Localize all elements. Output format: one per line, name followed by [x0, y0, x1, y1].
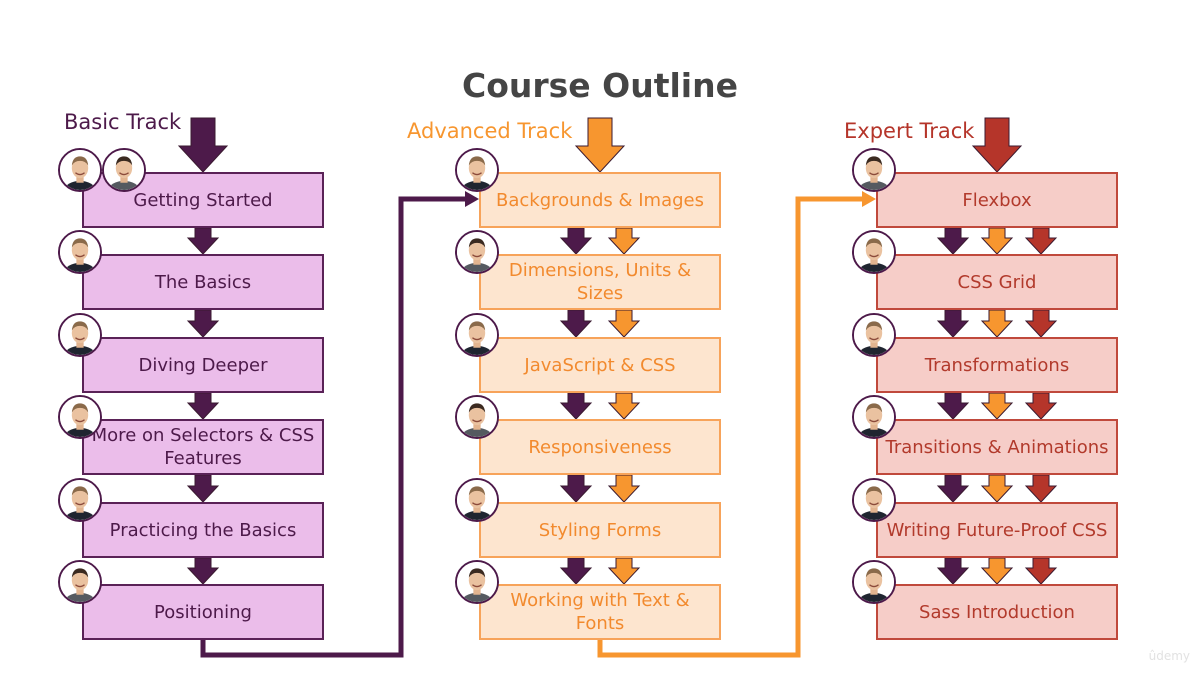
connector-advanced-to-expert-head [862, 191, 876, 207]
step-arrow-basic [559, 474, 593, 503]
module-box: Transformations [876, 337, 1118, 393]
module-box: Backgrounds & Images [479, 172, 721, 228]
module-label: Working with Text & Fonts [510, 590, 690, 634]
module-label: Diving Deeper [138, 354, 268, 376]
module-label: Backgrounds & Images [496, 189, 704, 211]
step-arrow-basic [186, 474, 220, 503]
module-label: Sass Introduction [919, 601, 1075, 623]
module-box: Sass Introduction [876, 584, 1118, 640]
instructor-avatar-icon [455, 148, 499, 192]
instructor-avatar-icon [58, 313, 102, 357]
module-label: Styling Forms [538, 519, 662, 541]
step-arrow-advanced [607, 227, 641, 255]
module-box: Positioning [82, 584, 324, 640]
instructor-avatar-icon [58, 560, 102, 604]
page-title: Course Outline [462, 66, 738, 105]
module-label: Getting Started [133, 189, 273, 211]
module-box: Working with Text & Fonts [479, 584, 721, 640]
module-label: JavaScript & CSS [524, 354, 676, 376]
connector-basic-to-advanced [200, 196, 467, 658]
module-label: The Basics [154, 271, 252, 293]
step-arrow-basic [559, 557, 593, 585]
module-box: Responsiveness [479, 419, 721, 475]
step-arrow-basic [936, 557, 970, 585]
step-arrow-basic [936, 392, 970, 420]
track-label-expert: Expert Track [844, 119, 975, 143]
track-entry-arrow-basic [177, 117, 229, 173]
step-arrow-basic [186, 557, 220, 585]
step-arrow-expert [1024, 557, 1058, 585]
instructor-avatar-icon [455, 313, 499, 357]
instructor-avatar-icon [455, 395, 499, 439]
step-arrow-basic [559, 309, 593, 338]
module-label: Positioning [154, 601, 252, 623]
track-entry-arrow-advanced [574, 117, 626, 173]
instructor-avatar-icon [455, 560, 499, 604]
step-arrow-basic [186, 309, 220, 338]
step-arrow-expert [1024, 392, 1058, 420]
instructor-avatar-icon [852, 395, 896, 439]
step-arrow-basic [559, 392, 593, 420]
module-label: Transitions & Animations [885, 436, 1109, 458]
udemy-watermark: ûdemy [1148, 649, 1190, 663]
module-box: CSS Grid [876, 254, 1118, 310]
instructor-avatar-icon [852, 560, 896, 604]
module-box: Styling Forms [479, 502, 721, 558]
module-box: Writing Future-Proof CSS [876, 502, 1118, 558]
instructor-avatar-icon [852, 230, 896, 274]
instructor-avatar-icon [58, 230, 102, 274]
step-arrow-basic [186, 392, 220, 420]
module-box: Transitions & Animations [876, 419, 1118, 475]
instructor-avatar-icon [852, 478, 896, 522]
step-arrow-advanced [607, 309, 641, 338]
module-box: JavaScript & CSS [479, 337, 721, 393]
connector-basic-to-advanced-head [465, 191, 479, 207]
module-box: Diving Deeper [82, 337, 324, 393]
step-arrow-basic [559, 227, 593, 255]
module-label: CSS Grid [957, 271, 1037, 293]
track-label-advanced: Advanced Track [407, 119, 573, 143]
module-box: Flexbox [876, 172, 1118, 228]
module-label: Responsiveness [528, 436, 672, 458]
instructor-avatar-icon [852, 148, 896, 192]
step-arrow-advanced [607, 557, 641, 585]
module-label: More on Selectors & CSS Features [91, 425, 315, 469]
instructor-avatar-icon [102, 148, 146, 192]
step-arrow-basic [936, 474, 970, 503]
step-arrow-basic [186, 227, 220, 255]
instructor-avatar-icon [58, 148, 102, 192]
module-label: Flexbox [962, 189, 1032, 211]
step-arrow-advanced [980, 309, 1014, 338]
module-label: Practicing the Basics [109, 519, 297, 541]
track-entry-arrow-expert [971, 117, 1023, 173]
step-arrow-advanced [607, 474, 641, 503]
module-box: Practicing the Basics [82, 502, 324, 558]
module-label: Writing Future-Proof CSS [886, 519, 1108, 541]
track-label-basic: Basic Track [64, 110, 182, 134]
step-arrow-expert [1024, 309, 1058, 338]
instructor-avatar-icon [58, 478, 102, 522]
step-arrow-expert [1024, 474, 1058, 503]
module-box: More on Selectors & CSS Features [82, 419, 324, 475]
instructor-avatar-icon [455, 230, 499, 274]
instructor-avatar-icon [852, 313, 896, 357]
step-arrow-advanced [980, 474, 1014, 503]
instructor-avatar-icon [455, 478, 499, 522]
step-arrow-basic [936, 309, 970, 338]
step-arrow-basic [936, 227, 970, 255]
step-arrow-advanced [980, 557, 1014, 585]
module-box: The Basics [82, 254, 324, 310]
module-box: Dimensions, Units & Sizes [479, 254, 721, 310]
step-arrow-advanced [980, 227, 1014, 255]
module-label: Transformations [924, 354, 1070, 376]
step-arrow-advanced [607, 392, 641, 420]
instructor-avatar-icon [58, 395, 102, 439]
module-label: Dimensions, Units & Sizes [508, 260, 692, 304]
step-arrow-advanced [980, 392, 1014, 420]
connector-advanced-to-expert [597, 196, 864, 658]
step-arrow-expert [1024, 227, 1058, 255]
